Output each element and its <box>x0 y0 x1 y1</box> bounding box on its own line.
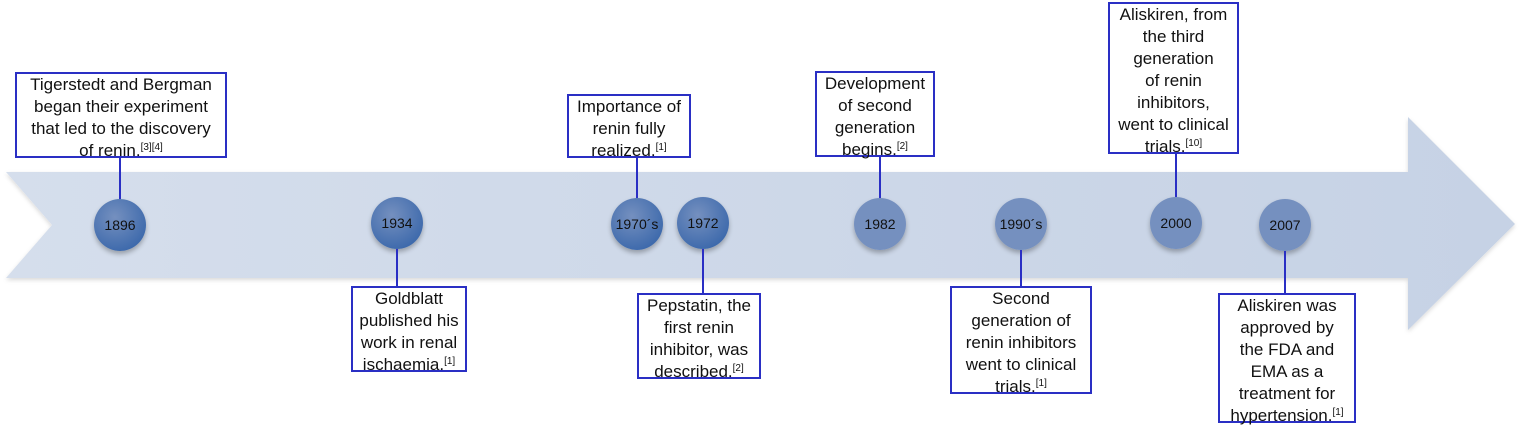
connector-line <box>396 249 398 286</box>
connector-line <box>879 157 881 198</box>
note-line: inhibitor, was <box>649 340 749 359</box>
note-line: inhibitors, <box>1137 93 1210 112</box>
event-note: Importance of renin fully realized.[1] <box>567 94 691 160</box>
connector-line <box>1175 154 1177 197</box>
note-line: EMA as a <box>1250 362 1324 381</box>
note-line: ischaemia.[1] <box>362 355 456 374</box>
note-line: Goldblatt <box>374 289 444 308</box>
note-line: of renin <box>1145 71 1202 90</box>
note-line: renin inhibitors <box>965 333 1077 352</box>
year-marker: 1972 <box>677 197 729 249</box>
connector-line <box>1020 250 1022 286</box>
note-line: Aliskiren was <box>1237 296 1337 315</box>
citation-ref: [2] <box>732 363 744 374</box>
note-line: described.[2] <box>654 362 744 381</box>
note-line: trials.[1] <box>995 377 1047 396</box>
event-note: Tigerstedt and Bergman began their experi… <box>15 72 227 160</box>
citation-ref: [2] <box>896 141 908 152</box>
citation-ref: [10] <box>1185 138 1203 149</box>
note-line: began their experiment <box>34 97 208 116</box>
timeline-arrow-shape <box>6 117 1515 330</box>
citation-ref: [1] <box>1332 407 1344 418</box>
year-marker: 2007 <box>1259 199 1311 251</box>
year-marker: 1982 <box>854 198 906 250</box>
citation-ref: [3][4] <box>140 142 163 153</box>
connector-line <box>119 158 121 199</box>
connector-line <box>1284 251 1286 293</box>
note-line: of second <box>838 96 912 115</box>
event-note: Second generation of renin inhibitors went … <box>950 286 1092 396</box>
note-line: Tigerstedt and Bergman <box>30 75 212 94</box>
note-line: Importance of <box>577 97 681 116</box>
note-line: that led to the discovery <box>31 119 211 138</box>
note-line: went to clinical <box>1118 115 1229 134</box>
note-line: Aliskiren, from <box>1119 5 1228 24</box>
event-note: Aliskiren, from the third generation of ren… <box>1108 2 1239 156</box>
note-line: generation of <box>971 311 1071 330</box>
note-line: the third <box>1142 27 1205 46</box>
year-marker: 1934 <box>371 197 423 249</box>
connector-line <box>636 158 638 198</box>
note-line: begins.[2] <box>842 140 908 159</box>
note-line: trials.[10] <box>1144 137 1203 156</box>
connector-line <box>702 249 704 293</box>
note-line: the FDA and <box>1239 340 1335 359</box>
event-note: Pepstatin, the first renin inhibitor, was d… <box>637 293 761 381</box>
year-marker: 1896 <box>94 199 146 251</box>
citation-ref: [1] <box>444 356 456 367</box>
note-line: first renin <box>664 318 734 337</box>
year-marker: 2000 <box>1150 197 1202 249</box>
note-line: generation <box>834 118 916 137</box>
note-line: hypertension.[1] <box>1230 406 1344 425</box>
note-line: of renin.[3][4] <box>79 141 163 160</box>
note-line: Development <box>824 74 926 93</box>
year-marker: 1990´s <box>995 198 1047 250</box>
note-line: approved by <box>1240 318 1334 337</box>
citation-ref: [1] <box>1035 378 1047 389</box>
note-line: realized.[1] <box>591 141 667 160</box>
note-line: went to clinical <box>965 355 1077 374</box>
note-line: published his <box>359 311 459 330</box>
note-line: Pepstatin, the <box>647 296 751 315</box>
event-note: Development of second generation begins.[2] <box>815 71 935 159</box>
note-line: Second <box>992 289 1050 308</box>
event-note: Goldblatt published his work in renal ischa… <box>351 286 467 374</box>
note-line: work in renal <box>360 333 458 352</box>
citation-ref: [1] <box>655 142 667 153</box>
note-line: treatment for <box>1238 384 1336 403</box>
year-marker: 1970´s <box>611 198 663 250</box>
note-line: generation <box>1133 49 1214 68</box>
note-line: renin fully <box>592 119 666 138</box>
